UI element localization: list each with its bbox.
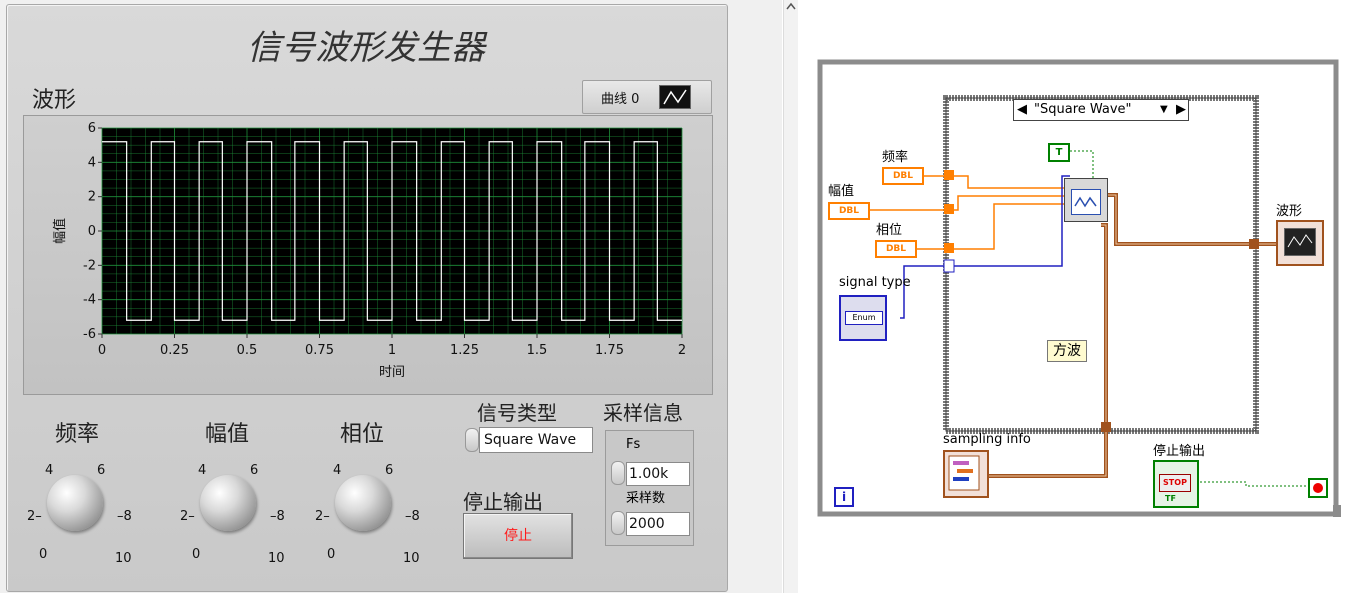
samples-input[interactable]: 2000: [626, 512, 690, 536]
cluster-icon: [948, 455, 980, 491]
waveform-terminal-label: 波形: [1276, 204, 1303, 219]
y-tick-label: 0: [88, 224, 96, 239]
case-prev-icon[interactable]: ◀: [1017, 102, 1027, 117]
samples-spinner[interactable]: [611, 511, 625, 535]
sampling-cluster-terminal[interactable]: [943, 450, 989, 498]
x-tick-label: 0.5: [237, 343, 258, 358]
y-tick-label: -2: [83, 258, 96, 273]
phase-knob[interactable]: [335, 475, 391, 531]
amp-knob[interactable]: [200, 475, 256, 531]
x-axis-label: 时间: [379, 365, 405, 380]
freq-dbl-terminal[interactable]: DBL: [882, 167, 924, 185]
stop-condition-icon: [1313, 483, 1323, 493]
x-tick-label: 1.75: [595, 343, 624, 358]
x-tick-label: 1.5: [527, 343, 548, 358]
sampling-label: 采样信息: [603, 401, 683, 425]
signal-type-label: 信号类型: [477, 401, 557, 425]
phase-knob-label: 相位: [339, 422, 384, 447]
waveform-generator-icon: [1071, 189, 1101, 215]
plot-legend[interactable]: 曲线 0: [582, 80, 712, 114]
y-tick-label: 6: [88, 121, 96, 136]
sampling-cluster: Fs 1.00k 采样数 2000: [605, 430, 694, 546]
amp-terminal-label: 幅值: [828, 184, 855, 199]
amp-knob-label: 幅值: [204, 422, 249, 447]
phase-terminal-label: 相位: [876, 223, 903, 238]
scroll-up-icon[interactable]: [784, 0, 798, 14]
waveform-graph-terminal[interactable]: [1276, 220, 1324, 266]
case-dropdown-icon[interactable]: ▼: [1160, 104, 1168, 115]
plot-legend-label: 曲线 0: [601, 92, 640, 107]
loop-condition-terminal[interactable]: [1308, 478, 1328, 498]
stop-button[interactable]: 停止: [463, 513, 573, 559]
x-tick-label: 0.75: [305, 343, 334, 358]
y-tick-label: 2: [88, 190, 96, 205]
freq-knob-label: 频率: [54, 422, 99, 447]
freq-knob[interactable]: [47, 475, 103, 531]
graph-title: 波形: [32, 88, 77, 113]
enum-terminal-text: Enum: [845, 311, 883, 325]
x-tick-label: 2: [678, 343, 686, 358]
stop-label: 停止输出: [463, 490, 543, 514]
x-tick-label: 0: [98, 343, 106, 358]
stop-terminal[interactable]: STOP TF: [1153, 460, 1199, 508]
graph-terminal-icon: [1284, 228, 1316, 256]
amp-dbl-terminal[interactable]: DBL: [828, 202, 870, 220]
case-selector-value: "Square Wave": [1034, 102, 1132, 117]
y-axis-label: 幅值: [52, 218, 68, 244]
case-free-label: 方波: [1047, 340, 1087, 362]
fs-spinner[interactable]: [611, 461, 625, 485]
series-line: [102, 141, 682, 321]
tf-text: TF: [1165, 494, 1176, 503]
x-tick-label: 1: [388, 343, 396, 358]
fs-input[interactable]: 1.00k: [626, 462, 690, 486]
signal-type-enum-terminal[interactable]: Enum: [839, 295, 887, 341]
y-tick-label: 4: [88, 155, 96, 170]
phase-dbl-terminal[interactable]: DBL: [875, 240, 917, 258]
signal-type-select[interactable]: Square Wave: [479, 427, 593, 453]
sampling-terminal-label: sampling info: [943, 432, 1031, 447]
samples-label: 采样数: [626, 491, 666, 506]
simulate-signal-express-vi[interactable]: [1064, 178, 1108, 222]
panel-title: 信号波形发生器: [247, 28, 485, 68]
fs-label: Fs: [626, 437, 641, 452]
front-panel-scrollbar[interactable]: [783, 0, 798, 593]
freq-terminal-label: 频率: [882, 150, 909, 165]
y-tick-label: -4: [83, 293, 96, 308]
case-next-icon[interactable]: ▶: [1176, 102, 1186, 117]
signal-type-spinner[interactable]: [465, 428, 479, 452]
stop-terminal-text: STOP: [1159, 474, 1191, 492]
block-diagram: ◀ "Square Wave" ▼ ▶ T 频率 幅值 相位 signal ty…: [798, 0, 1350, 593]
stop-terminal-label: 停止输出: [1153, 444, 1206, 459]
x-tick-label: 0.25: [160, 343, 189, 358]
iteration-terminal[interactable]: i: [834, 487, 854, 507]
case-selector[interactable]: ◀ "Square Wave" ▼ ▶: [1013, 99, 1189, 121]
y-tick-label: -6: [83, 327, 96, 342]
x-tick-label: 1.25: [450, 343, 479, 358]
block-diagram-wires: [817, 59, 1341, 517]
plot-legend-swatch-icon[interactable]: [659, 85, 691, 109]
true-constant[interactable]: T: [1048, 143, 1070, 162]
signal-type-terminal-label: signal type: [839, 275, 911, 290]
